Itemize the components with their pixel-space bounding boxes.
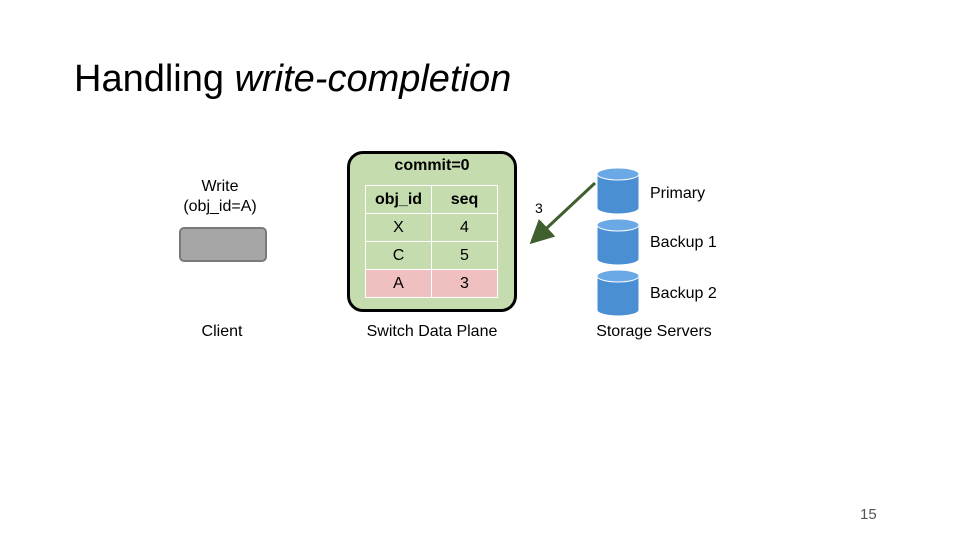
header-obj-id: obj_id (365, 185, 432, 214)
storage-servers-label: Storage Servers (596, 323, 712, 340)
backup-1-label: Backup 1 (650, 234, 717, 251)
arrow-line (529, 181, 597, 245)
backup-2-server-icon (596, 269, 640, 317)
slide-title: Handling write-completion (74, 58, 511, 101)
table-row: C 5 (365, 241, 498, 270)
page-number: 15 (860, 506, 877, 523)
commit-label: commit=0 (394, 157, 470, 174)
cell-obj-id: X (365, 213, 432, 242)
primary-label: Primary (650, 185, 706, 202)
cell-seq: 5 (431, 241, 498, 270)
cell-obj-id: C (365, 241, 432, 270)
table-header-row: obj_id seq (365, 185, 498, 214)
header-seq: seq (431, 185, 498, 214)
backup-1-server-icon (596, 218, 640, 266)
title-italic: write-completion (234, 58, 512, 100)
cell-obj-id: A (365, 269, 432, 298)
arrow-label: 3 (535, 200, 543, 216)
switch-label: Switch Data Plane (366, 323, 498, 340)
write-label-line1: Write (201, 178, 239, 195)
title-normal: Handling (74, 58, 235, 100)
completion-arrow (529, 181, 597, 245)
cell-seq: 3 (431, 269, 498, 298)
write-request-label: Write (obj_id=A) (160, 177, 280, 217)
client-box (179, 227, 267, 262)
client-label: Client (201, 323, 243, 340)
primary-server-icon (596, 167, 640, 215)
switch-state-table: obj_id seq X 4 C 5 A 3 (365, 185, 498, 298)
backup-2-label: Backup 2 (650, 285, 717, 302)
table-row-highlighted: A 3 (365, 269, 498, 298)
table-row: X 4 (365, 213, 498, 242)
cell-seq: 4 (431, 213, 498, 242)
write-label-line2: (obj_id=A) (183, 198, 257, 215)
